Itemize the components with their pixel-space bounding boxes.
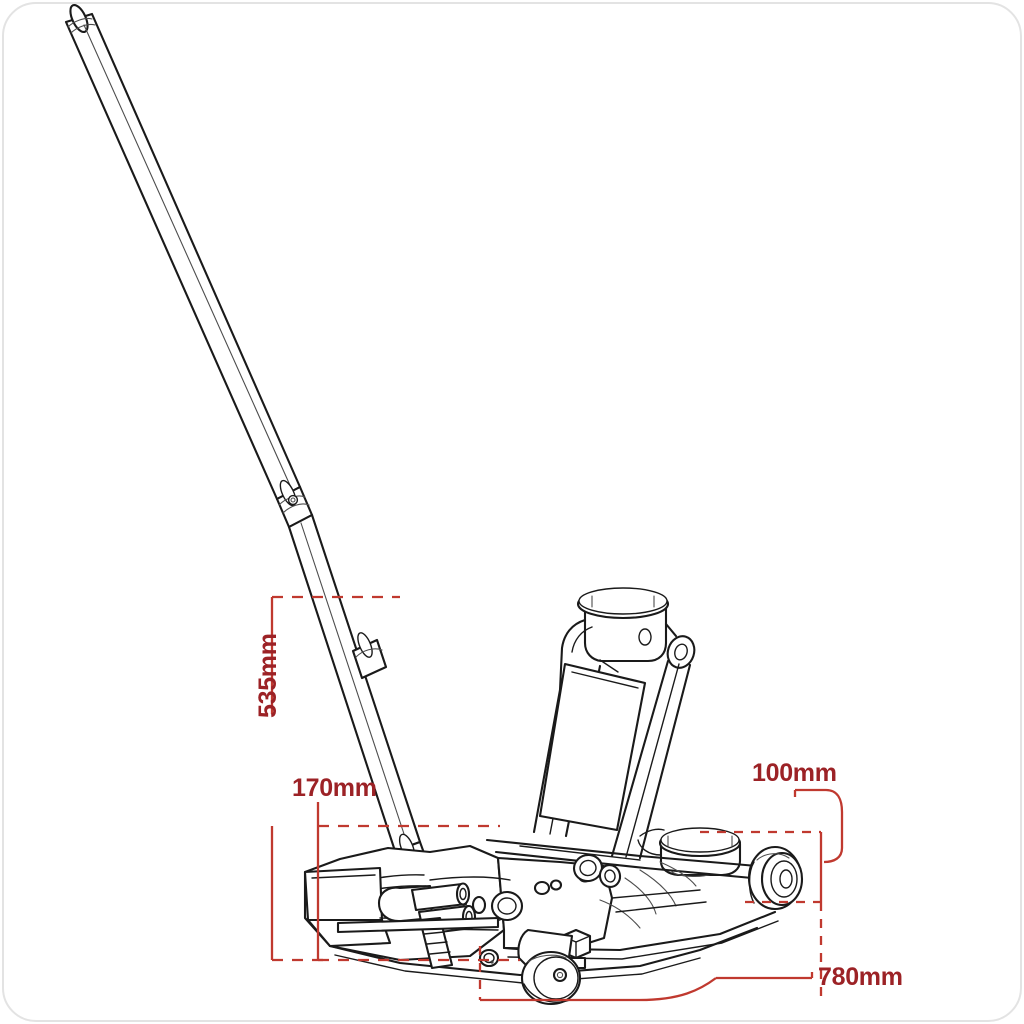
dimension-780mm bbox=[478, 902, 823, 1002]
front-wheel bbox=[747, 845, 804, 911]
dimension-label-100mm: 100mm bbox=[752, 759, 837, 787]
lifting-saddle bbox=[558, 587, 696, 692]
dimension-170mm bbox=[316, 802, 520, 962]
dimension-label-170mm: 170mm bbox=[292, 774, 377, 802]
release-valve-mechanism bbox=[336, 882, 500, 970]
handle-assembly bbox=[64, 4, 435, 890]
rear-castor bbox=[517, 928, 582, 1006]
dimension-label-780mm: 780mm bbox=[818, 963, 903, 991]
detail-lines bbox=[599, 861, 707, 929]
dimension-100mm bbox=[700, 788, 844, 904]
dimension-label-535mm: 535mm bbox=[254, 633, 282, 718]
dimension-535mm bbox=[270, 595, 400, 962]
lift-arm bbox=[532, 659, 692, 860]
